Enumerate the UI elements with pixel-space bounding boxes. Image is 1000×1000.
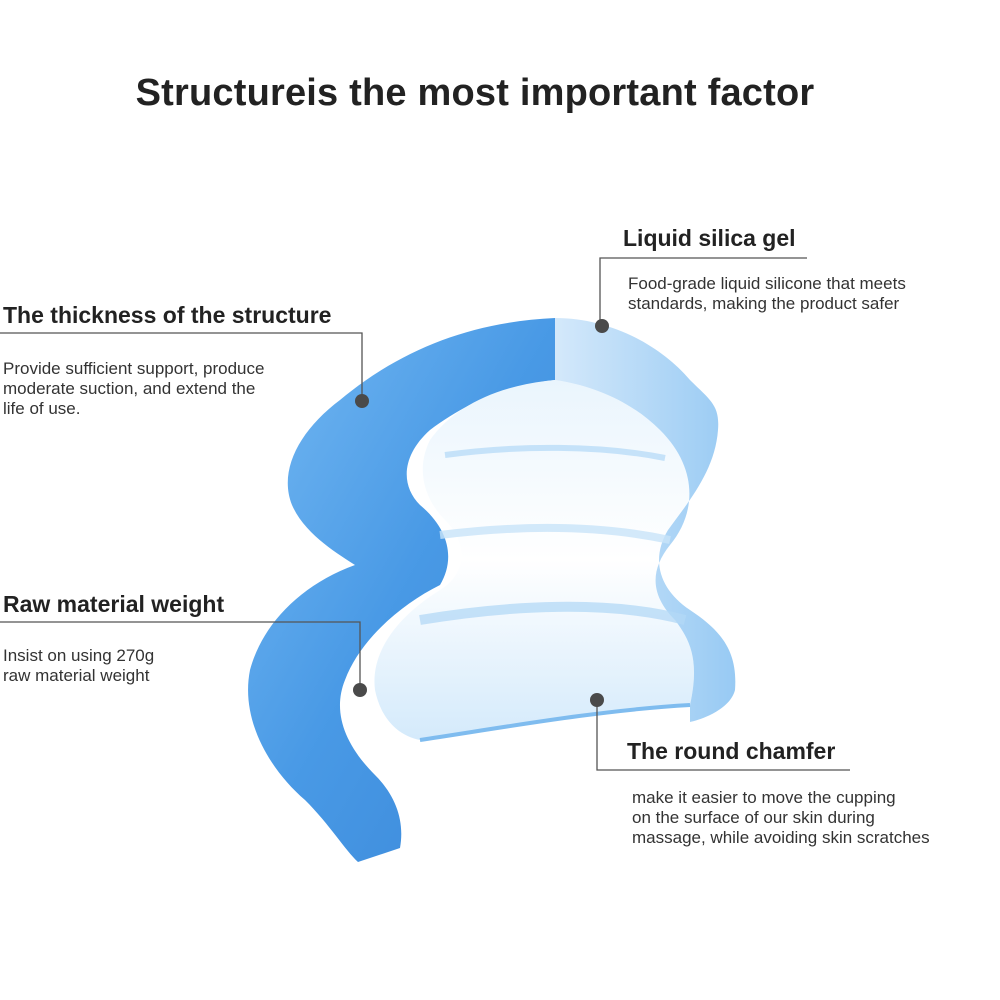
thickness-line: moderate suction, and extend the <box>3 379 256 398</box>
inner-band-mid <box>439 524 671 544</box>
marker-silica <box>595 319 609 333</box>
cup-right-wall <box>555 318 736 722</box>
inner-rim-bottom <box>419 703 691 742</box>
leader-lines <box>0 257 850 771</box>
leader-chamfer <box>596 700 850 771</box>
cup-inner-cavity <box>374 380 695 740</box>
thickness-description: Provide sufficient support, produce mode… <box>3 359 264 419</box>
thickness-line: Provide sufficient support, produce <box>3 359 265 378</box>
chamfer-heading: The round chamfer <box>627 738 836 764</box>
weight-heading: Raw material weight <box>3 591 225 617</box>
silica-line: Food-grade liquid silicone that meets <box>628 274 906 293</box>
weight-line: raw material weight <box>3 666 150 685</box>
weight-description: Insist on using 270g raw material weight <box>3 646 154 686</box>
chamfer-line: massage, while avoiding skin scratches <box>632 828 930 847</box>
thickness-heading: The thickness of the structure <box>3 302 332 328</box>
thickness-line: life of use. <box>3 399 81 418</box>
cup-outer-wall <box>248 318 555 862</box>
leader-silica <box>599 257 807 327</box>
leader-thickness <box>0 332 363 400</box>
inner-band-top <box>444 444 666 461</box>
chamfer-description: make it easier to move the cupping on th… <box>632 788 930 848</box>
silica-description: Food-grade liquid silicone that meets st… <box>628 274 906 314</box>
page-title: Structureis the most important factor <box>135 72 815 114</box>
leader-weight <box>0 621 361 690</box>
inner-band-low <box>419 601 687 625</box>
chamfer-line: make it easier to move the cupping <box>632 788 896 807</box>
chamfer-line: on the surface of our skin during <box>632 808 875 827</box>
weight-line: Insist on using 270g <box>3 646 155 665</box>
marker-thickness <box>355 394 369 408</box>
marker-weight <box>353 683 367 697</box>
marker-chamfer <box>590 693 604 707</box>
silica-line: standards, making the product safer <box>628 294 900 313</box>
silica-heading: Liquid silica gel <box>623 225 796 251</box>
